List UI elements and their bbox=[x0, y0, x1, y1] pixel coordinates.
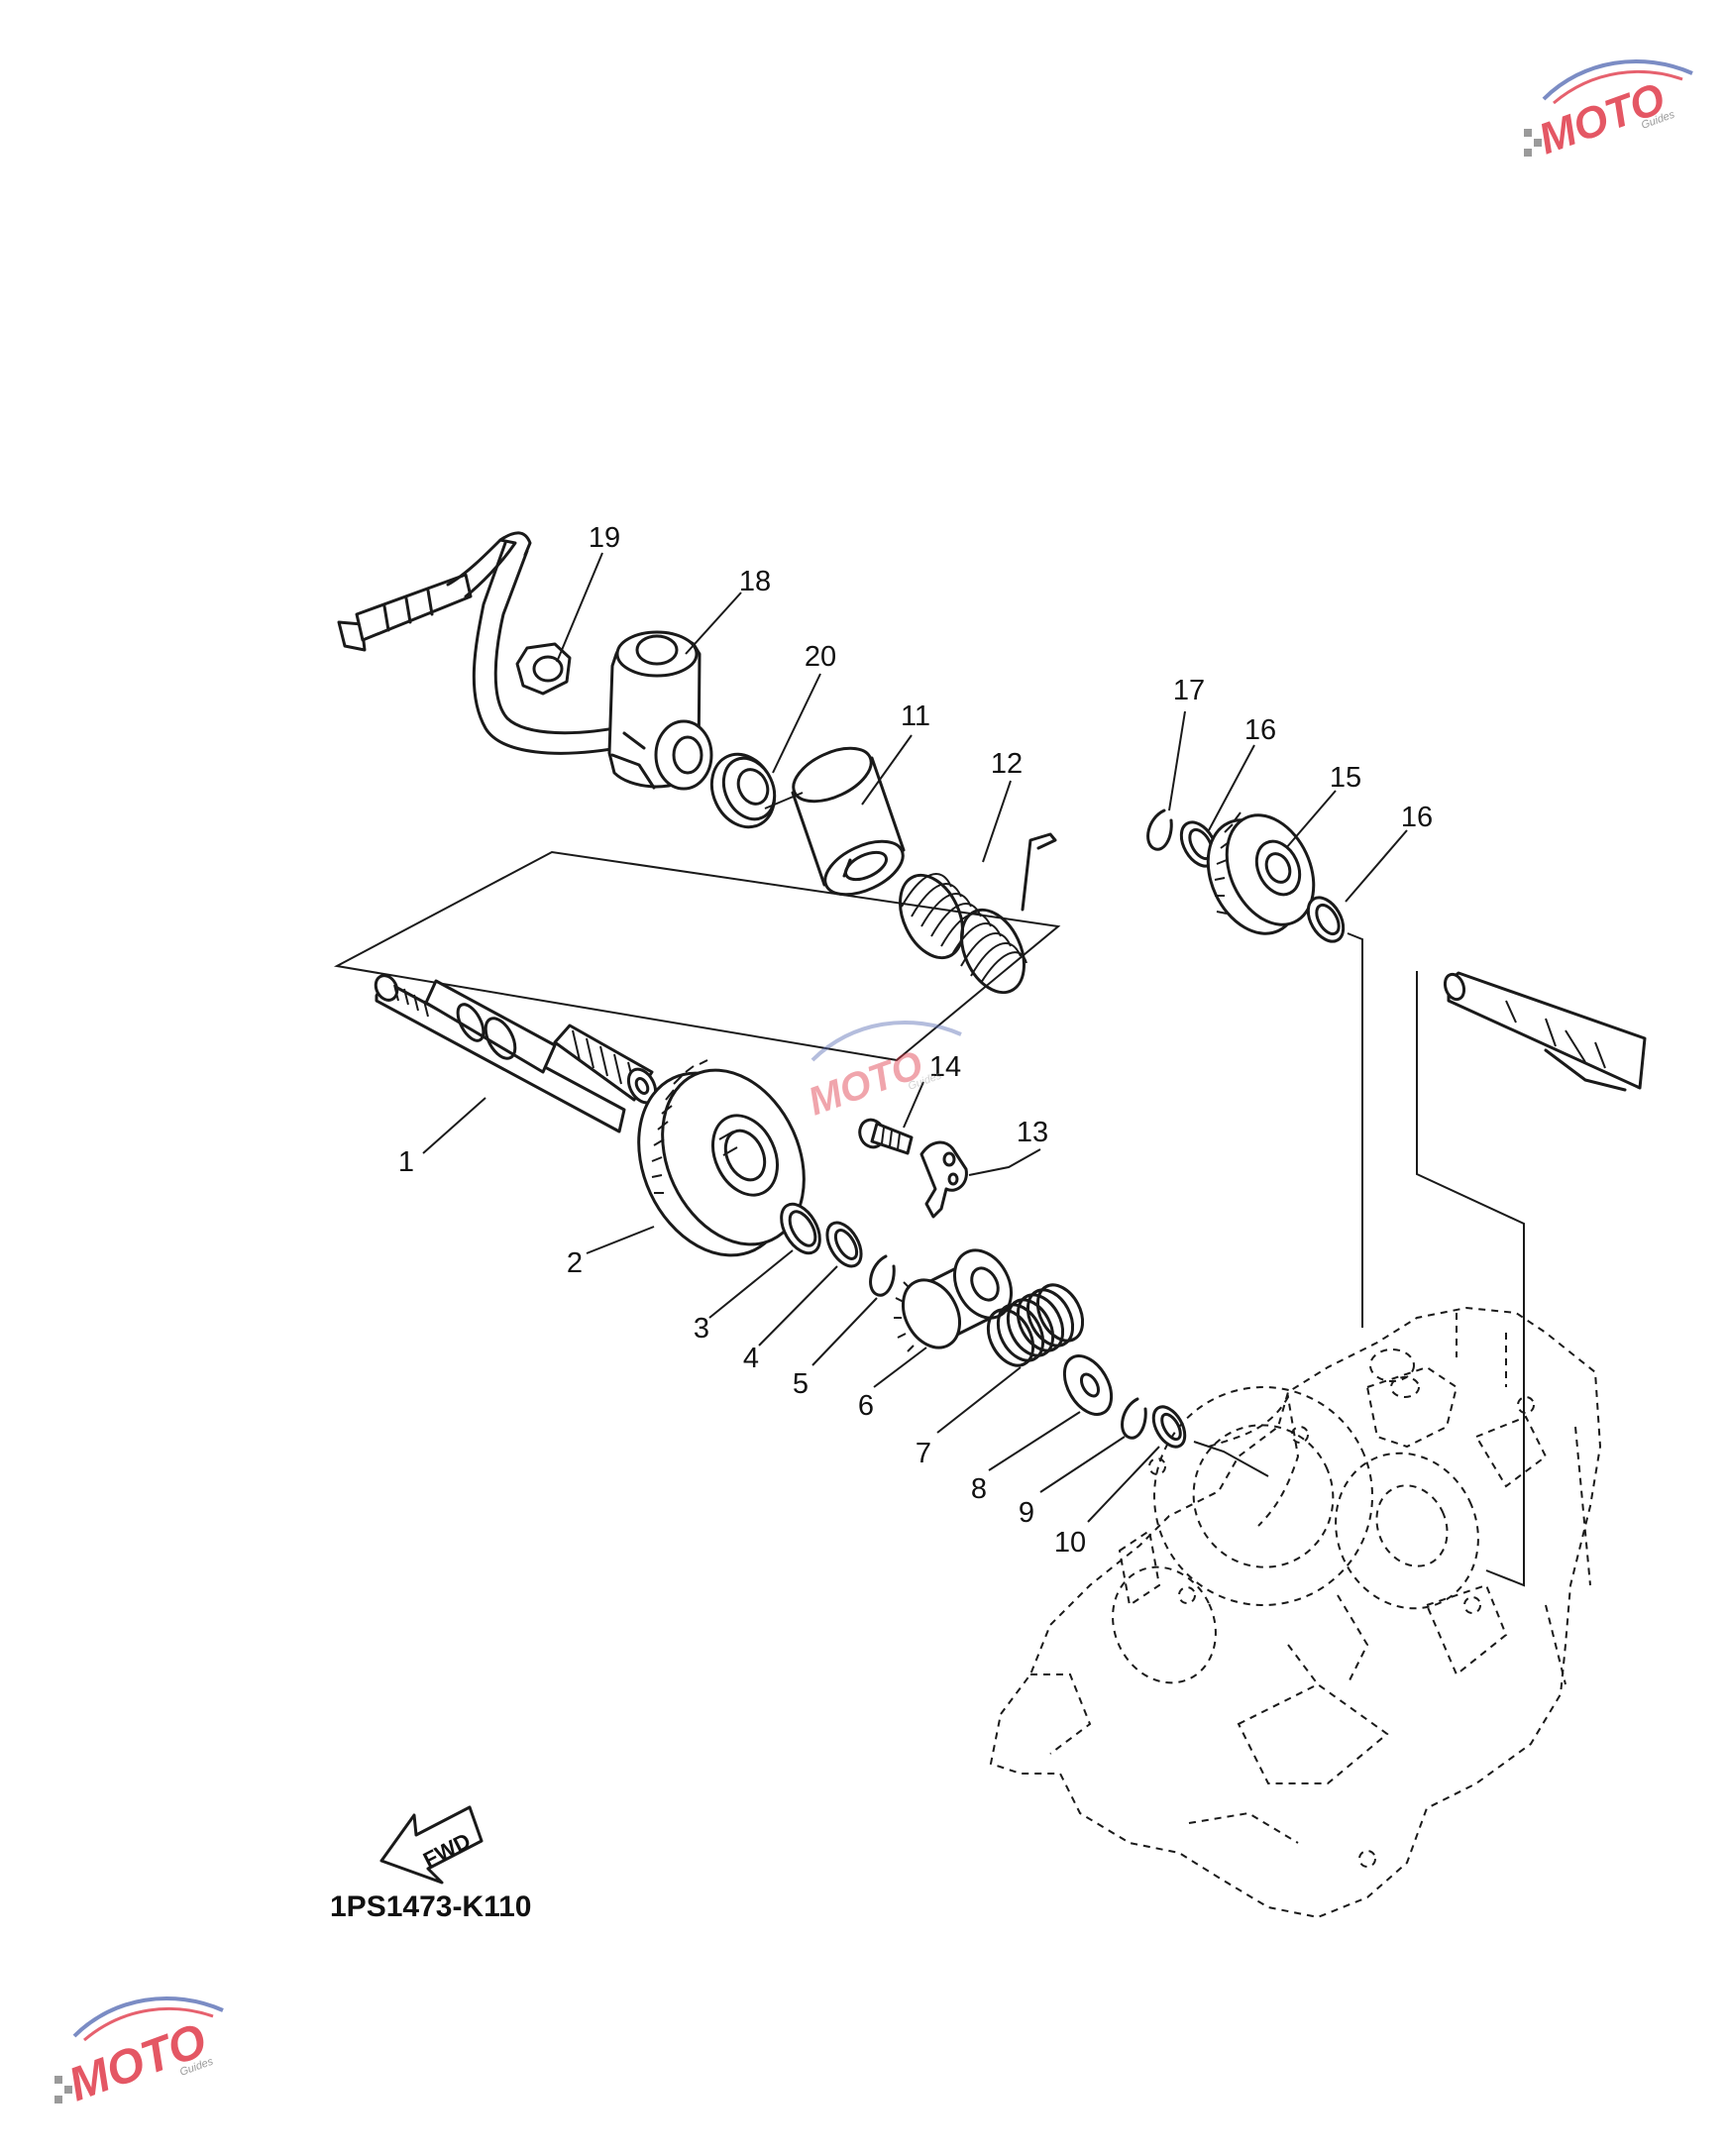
watermark-logo-center: MOTO Guides bbox=[803, 1021, 962, 1124]
watermark-logo-bottom: MOTO Guides bbox=[54, 1996, 224, 2111]
callout-labels: 1 2 3 4 5 6 7 8 9 10 11 12 13 14 15 16 1… bbox=[398, 522, 1433, 1559]
crankcase-outline bbox=[989, 1306, 1602, 1919]
diagram-code: 1PS1473-K110 bbox=[330, 1890, 532, 1923]
callout-9: 9 bbox=[1019, 1497, 1034, 1529]
kick-crank-lever bbox=[337, 531, 713, 791]
fwd-arrow: FWD bbox=[379, 1805, 484, 1885]
bolt-14 bbox=[858, 1118, 914, 1155]
alignment-lines bbox=[1193, 932, 1525, 1587]
circlip-9 bbox=[1121, 1397, 1147, 1440]
washer-16-b bbox=[1306, 896, 1346, 943]
ratchet-guide-13 bbox=[919, 1140, 968, 1219]
washer-8 bbox=[1062, 1354, 1114, 1416]
callout-19: 19 bbox=[589, 522, 620, 554]
callout-17: 17 bbox=[1173, 675, 1205, 706]
compression-spring-7 bbox=[986, 1283, 1085, 1367]
ratchet-6 bbox=[894, 1248, 1014, 1352]
callout-5: 5 bbox=[793, 1368, 809, 1400]
callout-7: 7 bbox=[916, 1438, 931, 1469]
callout-13: 13 bbox=[1017, 1117, 1048, 1148]
callout-3: 3 bbox=[694, 1313, 709, 1345]
callout-4: 4 bbox=[743, 1343, 759, 1374]
washer-3 bbox=[780, 1202, 821, 1255]
collar-11 bbox=[791, 746, 906, 897]
callout-16-a: 16 bbox=[1244, 714, 1276, 746]
circlip-17 bbox=[1146, 808, 1173, 851]
callout-1: 1 bbox=[398, 1146, 414, 1178]
washer-10 bbox=[1151, 1405, 1187, 1449]
assembly-bracket bbox=[333, 850, 1061, 1062]
callout-2: 2 bbox=[567, 1247, 583, 1279]
torsion-spring-12 bbox=[899, 832, 1057, 995]
oil-seal-20 bbox=[709, 752, 777, 829]
main-axle-fragment bbox=[1443, 971, 1647, 1092]
callout-11: 11 bbox=[901, 701, 930, 732]
callout-8: 8 bbox=[971, 1473, 987, 1505]
callout-14: 14 bbox=[929, 1051, 961, 1083]
callout-10: 10 bbox=[1054, 1527, 1086, 1559]
callout-leaders bbox=[422, 552, 1408, 1523]
washer-4 bbox=[825, 1221, 863, 1268]
callout-6: 6 bbox=[858, 1390, 874, 1422]
callout-16-b: 16 bbox=[1401, 802, 1433, 833]
circlip-5 bbox=[869, 1254, 896, 1297]
callout-20: 20 bbox=[805, 641, 836, 673]
callout-18: 18 bbox=[739, 566, 771, 597]
callout-12: 12 bbox=[991, 748, 1023, 780]
callout-15: 15 bbox=[1330, 762, 1361, 794]
kick-gear-2 bbox=[637, 1059, 806, 1257]
watermark-logo-top: MOTO Guides bbox=[1524, 59, 1693, 163]
kick-shaft-1 bbox=[374, 974, 658, 1133]
